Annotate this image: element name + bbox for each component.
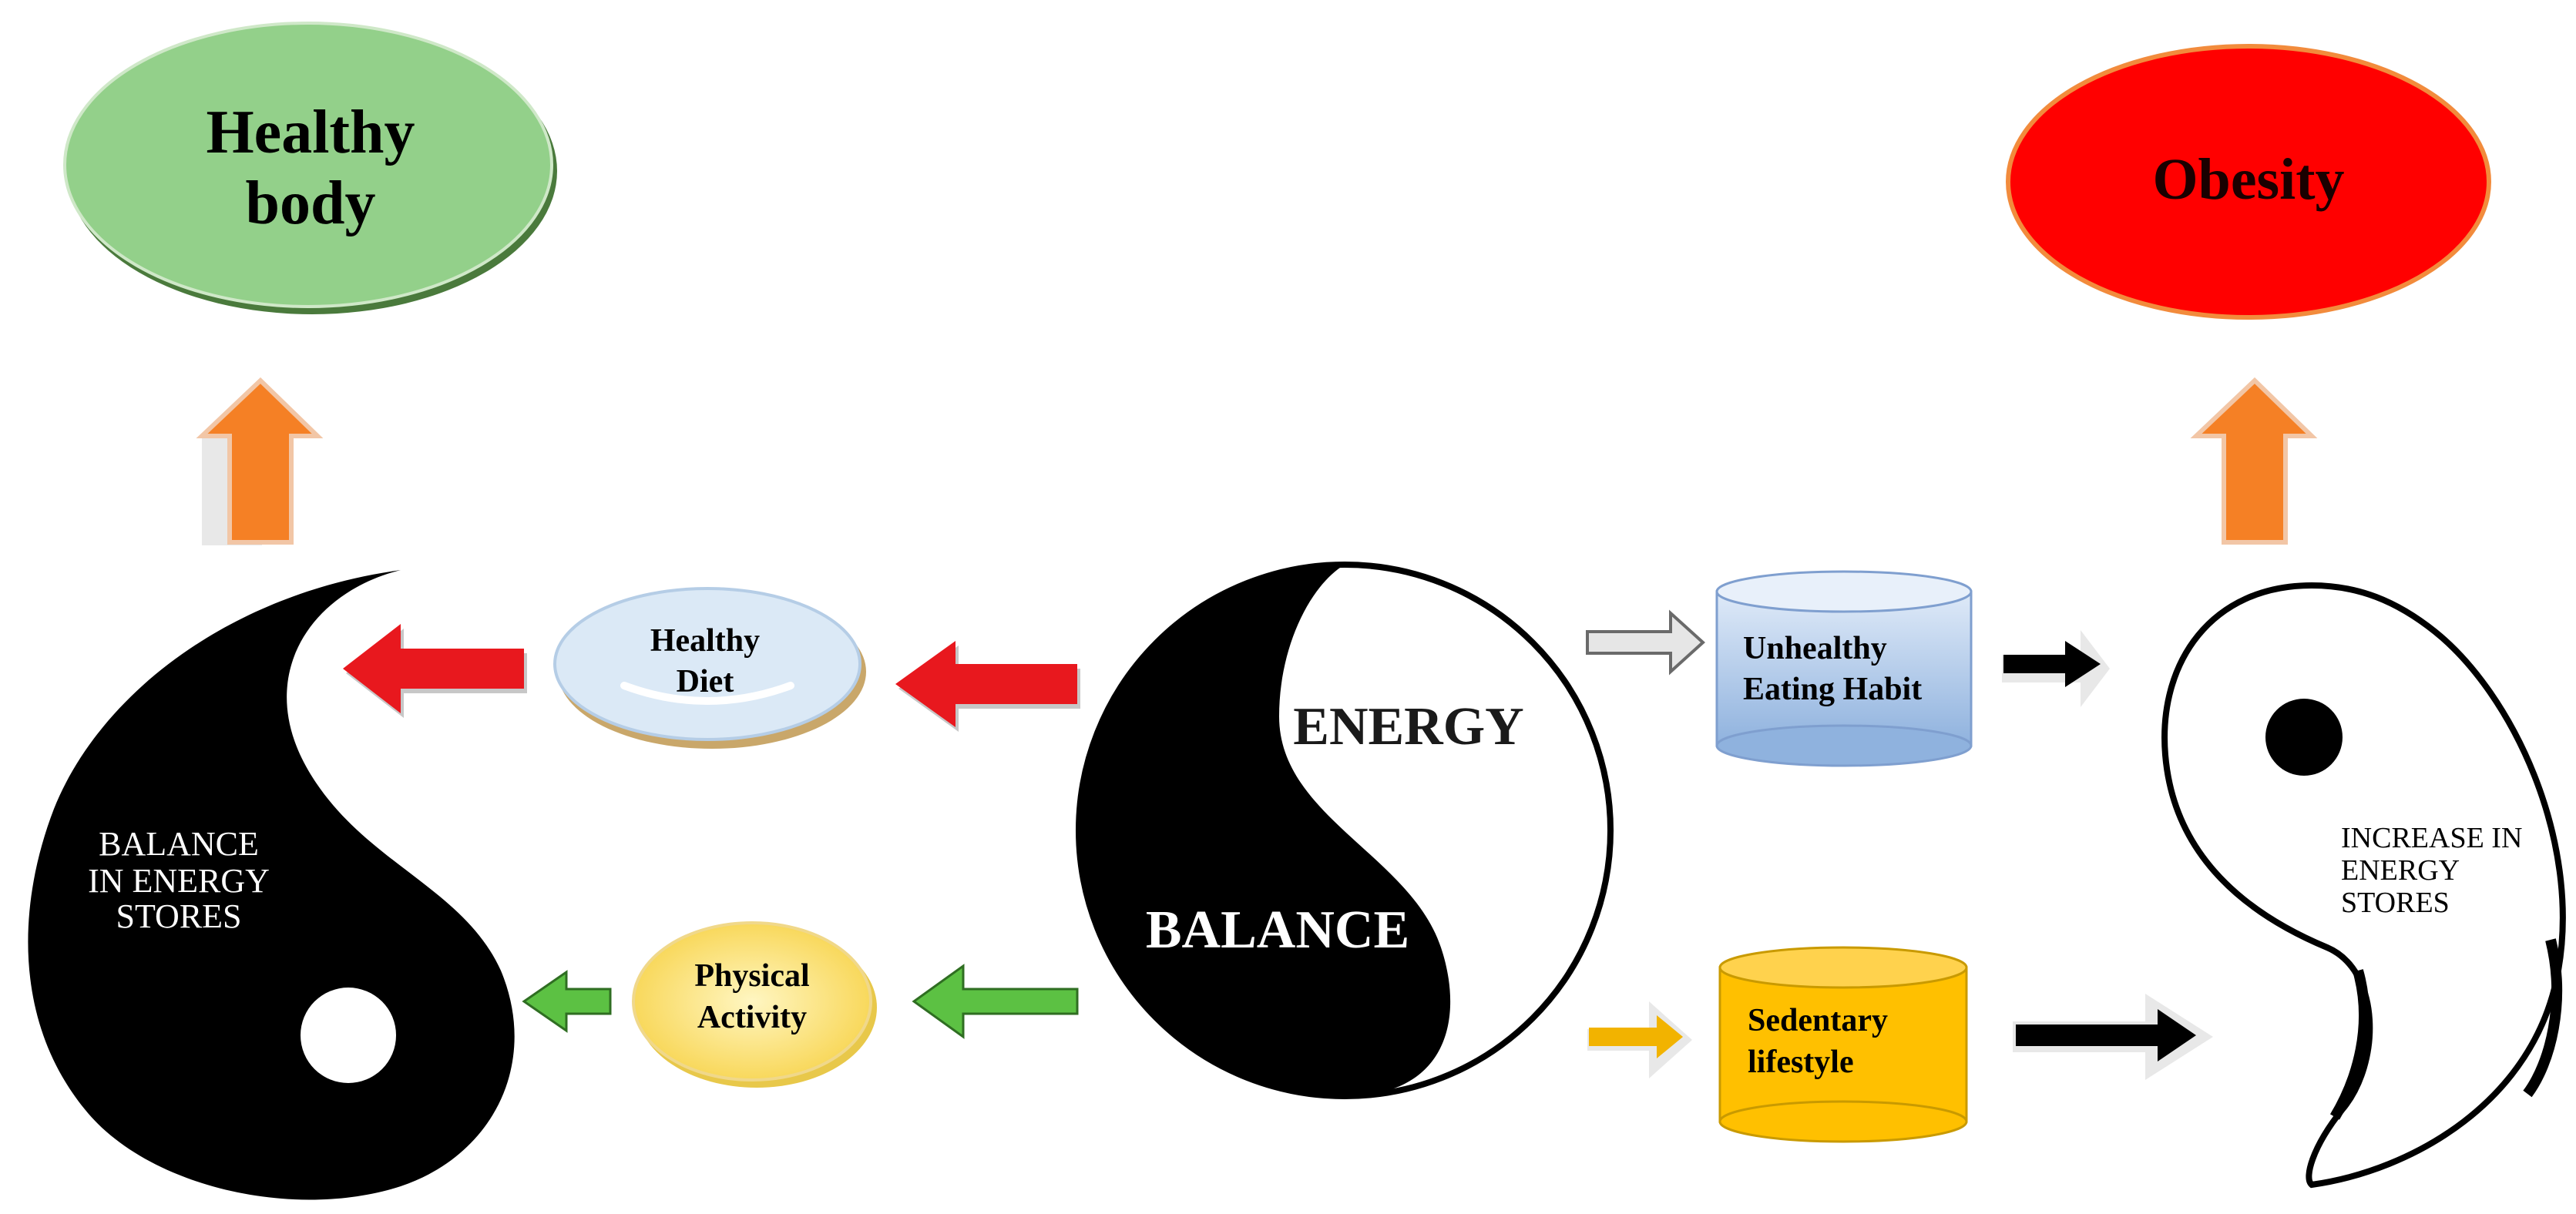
yin-shape-balance: BALANCE IN ENERGY STORES bbox=[28, 570, 515, 1200]
red-arrow-to-diet bbox=[895, 641, 1080, 732]
balance-label: BALANCE bbox=[1146, 900, 1409, 960]
physical-activity-line1: Physical bbox=[694, 958, 809, 994]
yang-shape-increase: INCREASE IN ENERGY STORES bbox=[2161, 582, 2566, 1189]
yellow-arrow-to-sedentary bbox=[1587, 1001, 1692, 1078]
increase-stores-line2: ENERGY bbox=[2341, 854, 2460, 887]
unhealthy-eating-line1: Unhealthy bbox=[1743, 631, 1887, 666]
obesity-label: Obesity bbox=[2152, 147, 2344, 212]
black-arrow-upper bbox=[2002, 630, 2110, 707]
sedentary-cylinder: Sedentary lifestyle bbox=[1718, 946, 1968, 1143]
energy-label: ENERGY bbox=[1293, 697, 1523, 756]
healthy-diet-pad: Healthy Diet bbox=[553, 587, 866, 749]
green-arrow-to-activity bbox=[912, 964, 1079, 1039]
physical-activity-pad: Physical Activity bbox=[632, 921, 877, 1088]
energy-balance-yinyang: ENERGY BALANCE bbox=[1076, 562, 1614, 1099]
healthy-diet-line1: Healthy bbox=[650, 623, 760, 659]
sedentary-line1: Sedentary bbox=[1748, 1003, 1888, 1038]
obesity-ellipse: Obesity bbox=[2006, 44, 2491, 320]
yin-dot bbox=[301, 988, 396, 1083]
increase-stores-line3: STORES bbox=[2341, 887, 2450, 919]
healthy-body-label-line2: body bbox=[246, 169, 376, 237]
balance-stores-line2: IN ENERGY bbox=[88, 862, 270, 900]
increase-stores-line1: INCREASE IN bbox=[2341, 822, 2522, 854]
balance-stores-line1: BALANCE bbox=[99, 825, 259, 863]
green-arrow-to-yin bbox=[522, 970, 612, 1033]
up-arrow-right bbox=[2190, 377, 2318, 545]
grey-arrow-to-eating bbox=[1586, 609, 1705, 676]
red-arrow-to-yin bbox=[343, 624, 527, 718]
balance-stores-line3: STORES bbox=[116, 897, 241, 935]
black-arrow-lower bbox=[2013, 994, 2213, 1080]
unhealthy-eating-cylinder: Unhealthy Eating Habit bbox=[1715, 570, 1973, 767]
sedentary-line2: lifestyle bbox=[1748, 1045, 1854, 1080]
healthy-diet-line2: Diet bbox=[677, 664, 734, 699]
up-arrow-left bbox=[196, 377, 324, 545]
yang-dot bbox=[2265, 699, 2343, 776]
unhealthy-eating-line2: Eating Habit bbox=[1743, 672, 1922, 707]
healthy-body-ellipse: Healthy body bbox=[63, 22, 557, 314]
physical-activity-line2: Activity bbox=[697, 1000, 807, 1035]
healthy-body-label-line1: Healthy bbox=[206, 99, 415, 166]
healthy-body-fill bbox=[63, 22, 553, 308]
